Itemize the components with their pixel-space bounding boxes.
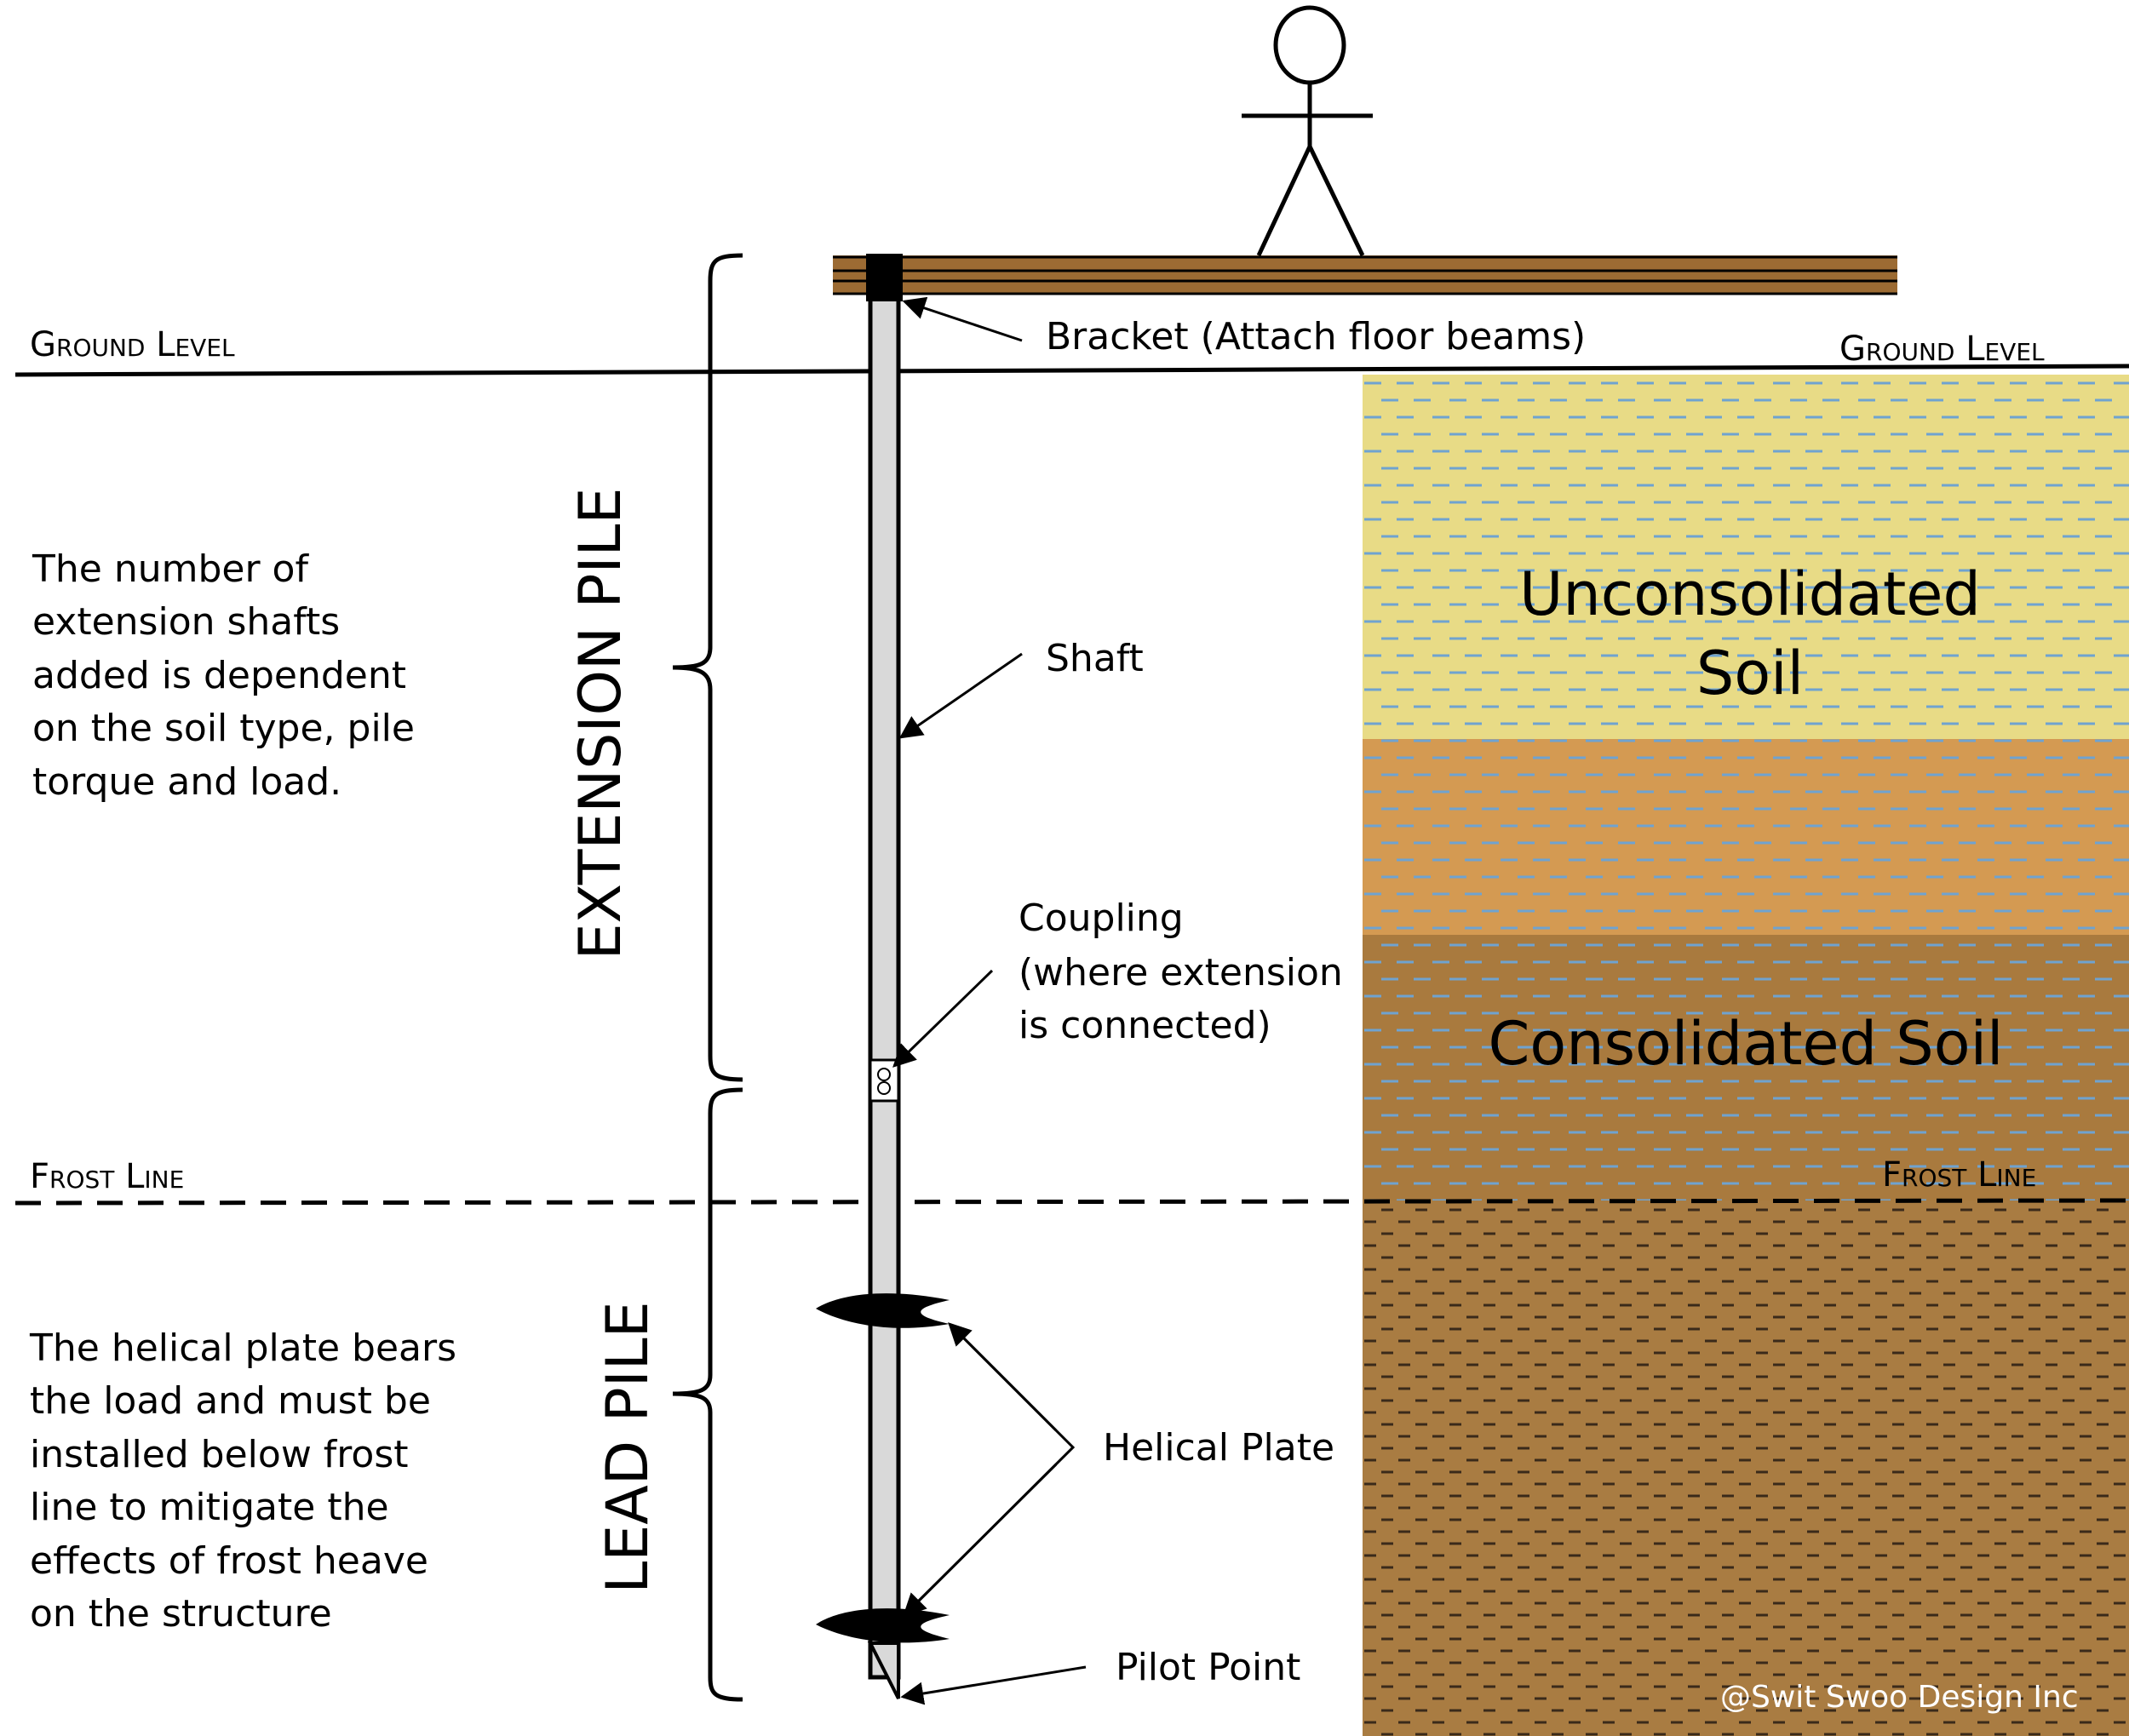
helical-note: The helical plate bears the load and mus… [29,1326,456,1636]
bracket-arrow [902,296,1023,342]
arrows [892,296,1087,1705]
pilot-point-label: Pilot Point [1116,1646,1300,1689]
bracket-block [866,254,903,301]
unconsolidated-soil-label-line1: Unconsolidated [1519,559,1981,629]
consolidated-soil-label: Consolidated Soil [1489,1009,2004,1079]
dash-texture-upper [1363,375,2129,1200]
helical-note-line: line to mitigate the [30,1486,389,1529]
helical-plate-label: Helical Plate [1103,1426,1334,1470]
helical-plate-upper [816,1293,950,1328]
extension-note-line: extension shafts [32,600,340,644]
helical-note-line: The helical plate bears [29,1326,456,1370]
floor-beam [833,255,1897,295]
ground-level-left-label: Ground Level [30,325,235,364]
helical-note-line: effects of frost heave [30,1539,428,1583]
pile-shaft [816,254,950,1699]
pilot-point-tip [867,1641,900,1699]
frost-line-left-label: Frost Line [30,1157,184,1196]
coupling-label-line3: is connected) [1019,1004,1271,1047]
coupling-label-line2: (where extension [1019,951,1343,994]
helical-note-line: the load and must be [30,1379,431,1423]
helical-plate-arrow [903,1322,1076,1617]
shaft-label: Shaft [1046,637,1144,680]
coupling-arrow [892,969,994,1068]
copyright-label: @Swit Swoo Design Inc [1720,1680,2079,1715]
shaft-arrow [898,652,1023,739]
unconsolidated-soil-label-line2: Soil [1696,639,1804,708]
person-figure [1242,5,1373,257]
frost-line [14,1198,2129,1206]
helical-note-line: installed below frost [30,1433,409,1476]
dash-texture-deep [1363,1200,2129,1736]
ground-level-line [14,364,2129,377]
lead-pile-label: LEAD PILE [594,1301,662,1593]
bracket-label: Bracket (Attach floor beams) [1046,315,1586,358]
helical-plate-lower [816,1608,950,1643]
ground-level-right-label: Ground Level [1839,329,2045,369]
frost-line-right-label: Frost Line [1882,1155,2036,1195]
coupling-label-line1: Coupling [1019,897,1184,940]
extension-note-line: The number of [32,547,309,591]
pilot-point-arrow [900,1665,1087,1705]
soil-column [1363,375,2129,1736]
extension-pile-label: EXTENSION PILE [567,488,634,960]
extension-note-line: on the soil type, pile [32,707,415,750]
extension-note: The number of extension shafts added is … [32,547,415,804]
lead-pile-brace [672,1087,743,1702]
extension-note-line: added is dependent [32,654,406,697]
extension-pile-brace [672,253,743,1082]
extension-note-line: torque and load. [32,760,341,804]
helical-note-line: on the structure [30,1592,332,1636]
